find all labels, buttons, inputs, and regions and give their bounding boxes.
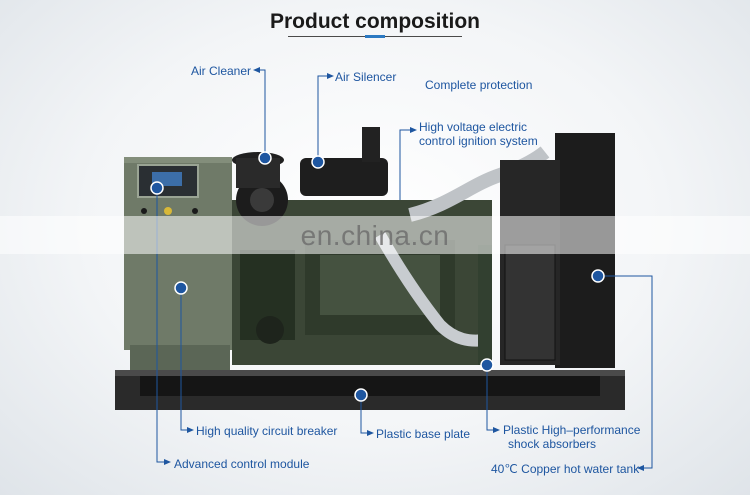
air-silencer (300, 127, 388, 196)
dot-control-module (150, 181, 164, 195)
leader-base-plate (360, 395, 367, 434)
label-hv-line1: High voltage electric (419, 120, 528, 134)
leader-circuit-breaker (180, 288, 187, 431)
watermark-band (0, 216, 750, 254)
label-complete-protection: Complete protection (425, 78, 533, 92)
label-circuit-breaker: High quality circuit breaker (196, 424, 338, 438)
label-hv-line2: control ignition system (419, 134, 538, 148)
control-cabinet (124, 157, 232, 370)
leader-shock-absorber (486, 365, 493, 431)
leader-control-module (156, 188, 164, 463)
label-shock-line1: Plastic High–performance (503, 423, 641, 437)
page-title: Product composition (270, 10, 480, 33)
dot-circuit-breaker (174, 281, 188, 295)
dot-base-plate (354, 388, 368, 402)
label-water-tank: 40℃ Copper hot water tank (491, 462, 640, 476)
watermark-text: en.china.cn (300, 220, 450, 251)
label-air-silencer: Air Silencer (335, 70, 397, 84)
dot-water-tank (591, 269, 605, 283)
dot-shock-absorber (480, 358, 494, 372)
label-control-module: Advanced control module (174, 457, 310, 471)
label-base-plate: Plastic base plate (376, 427, 471, 441)
leader-water-tank (598, 275, 653, 469)
label-air-cleaner: Air Cleaner (191, 64, 252, 78)
dot-air-silencer (311, 155, 325, 169)
label-shock-line2: shock absorbers (508, 437, 597, 451)
shock-absorber (478, 245, 492, 365)
leader-air-cleaner (260, 69, 266, 158)
title-underline-accent (365, 35, 385, 38)
leader-hv-system (399, 129, 410, 200)
dot-air-cleaner (258, 151, 272, 165)
leader-air-silencer (317, 75, 327, 162)
